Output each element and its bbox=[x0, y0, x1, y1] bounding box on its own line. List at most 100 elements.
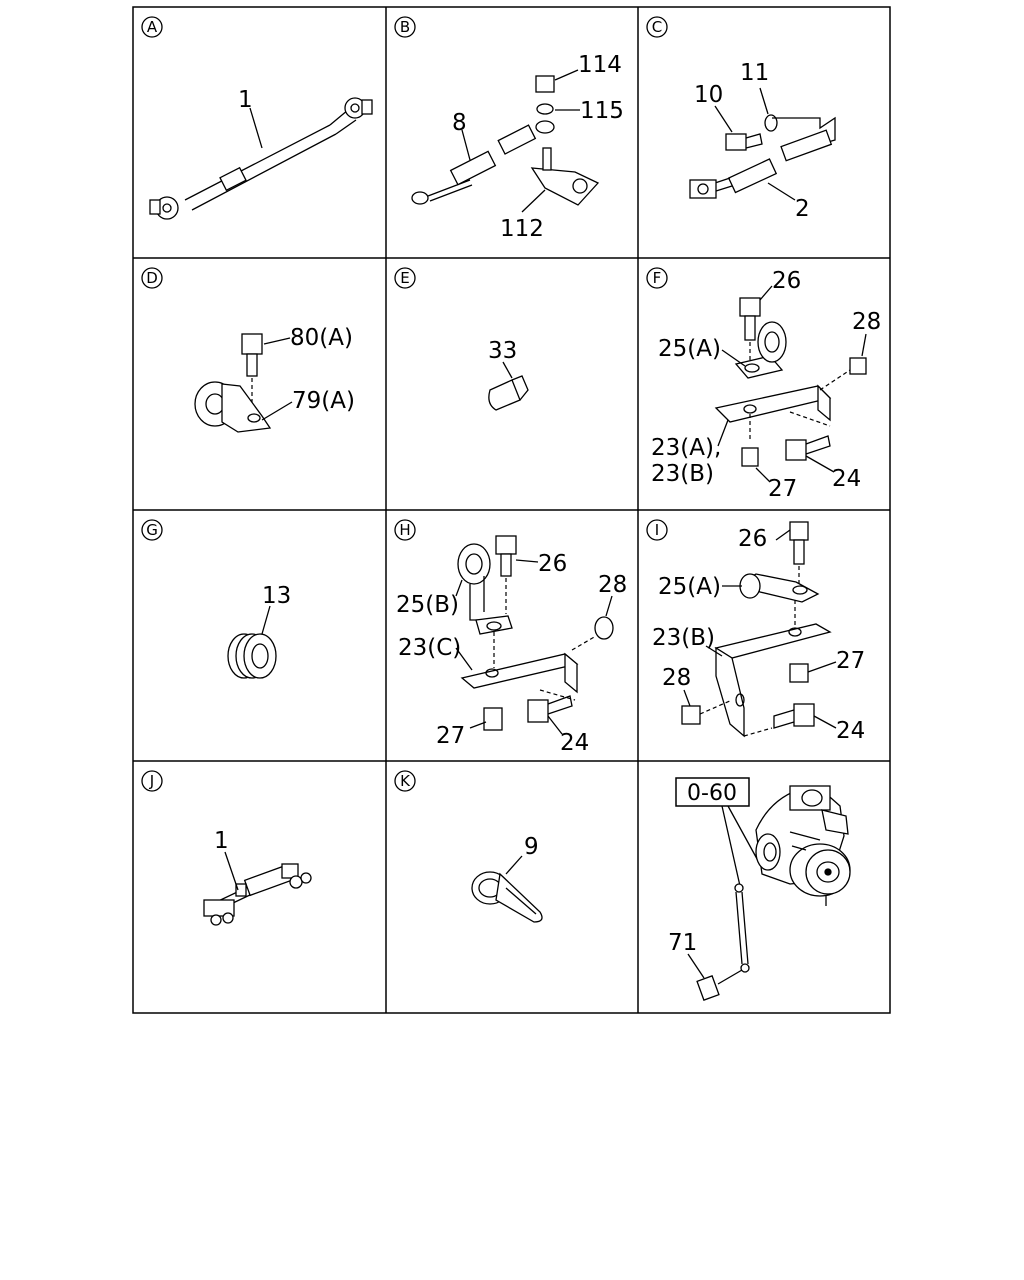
panel-letter-c: C bbox=[646, 16, 668, 38]
panel-e: E 33 bbox=[394, 267, 529, 411]
callout-9: 9 bbox=[505, 834, 539, 875]
callout-f-23a: 23(A), 23(B) bbox=[651, 419, 729, 487]
callout-i-26: 26 bbox=[738, 526, 791, 552]
svg-text:114: 114 bbox=[578, 52, 622, 78]
svg-text:8: 8 bbox=[452, 110, 467, 136]
battery-cable-drawing bbox=[149, 97, 373, 220]
svg-text:9: 9 bbox=[524, 834, 539, 860]
svg-text:26: 26 bbox=[772, 268, 801, 294]
panel-letter-i: I bbox=[646, 519, 668, 541]
panel-g: G 13 bbox=[141, 519, 291, 679]
svg-text:23(B): 23(B) bbox=[651, 461, 714, 487]
svg-text:13: 13 bbox=[262, 583, 291, 609]
callout-80a: 80(A) bbox=[263, 325, 353, 351]
svg-text:H: H bbox=[399, 521, 410, 539]
svg-text:G: G bbox=[146, 521, 158, 539]
panel-j: J 1 bbox=[141, 770, 312, 926]
panel-f: F 26 28 bbox=[646, 267, 881, 502]
callout-112: 112 bbox=[500, 189, 546, 242]
svg-text:24: 24 bbox=[836, 718, 865, 744]
callout-71: 71 bbox=[668, 930, 705, 979]
svg-text:115: 115 bbox=[580, 98, 624, 124]
panel-letter-b: B bbox=[394, 16, 416, 38]
callout-13: 13 bbox=[261, 583, 291, 635]
panel-letter-e: E bbox=[394, 267, 416, 289]
svg-text:1: 1 bbox=[238, 87, 253, 113]
panel-letter-h: H bbox=[394, 519, 416, 541]
svg-text:I: I bbox=[655, 521, 659, 539]
ground-strap-drawing bbox=[696, 883, 750, 1001]
callout-i-27: 27 bbox=[807, 648, 865, 674]
callout-2: 2 bbox=[767, 182, 810, 222]
svg-text:K: K bbox=[400, 772, 411, 790]
cap-drawing bbox=[488, 375, 529, 411]
svg-text:23(C): 23(C) bbox=[398, 635, 461, 661]
svg-text:27: 27 bbox=[436, 723, 465, 749]
svg-text:B: B bbox=[400, 18, 410, 36]
panel-letter-g: G bbox=[141, 519, 163, 541]
callout-h-24: 24 bbox=[547, 715, 589, 756]
panel-letter-j: J bbox=[141, 770, 163, 792]
callout-i-28: 28 bbox=[662, 665, 691, 707]
svg-text:25(A): 25(A) bbox=[658, 336, 721, 362]
callout-1: 1 bbox=[238, 87, 263, 149]
svg-text:27: 27 bbox=[836, 648, 865, 674]
callout-i-24: 24 bbox=[813, 715, 865, 744]
clip-bolt-drawing bbox=[194, 333, 272, 433]
panel-i: I 26 25(A) bbox=[646, 519, 865, 744]
bracket-clip-h-drawing bbox=[457, 535, 614, 731]
svg-text:C: C bbox=[652, 18, 662, 36]
cable-tie-drawing bbox=[471, 871, 543, 923]
callout-10: 10 bbox=[694, 82, 733, 133]
bracket-clip-drawing bbox=[714, 297, 867, 467]
cable-with-terminal-drawing bbox=[411, 124, 600, 206]
callout-f-28: 28 bbox=[852, 309, 881, 357]
ref-box-0-60: 0-60 bbox=[675, 777, 750, 807]
callout-33: 33 bbox=[488, 338, 517, 379]
svg-text:D: D bbox=[146, 269, 158, 287]
panel-starter: 0-60 71 bbox=[668, 777, 851, 1001]
panel-d: D 80(A) 79(A) bbox=[141, 267, 355, 433]
svg-text:A: A bbox=[147, 18, 158, 36]
svg-text:2: 2 bbox=[795, 196, 810, 222]
svg-text:E: E bbox=[400, 269, 409, 287]
svg-text:23(B): 23(B) bbox=[652, 625, 715, 651]
callout-8: 8 bbox=[452, 110, 471, 161]
callout-f-24: 24 bbox=[805, 455, 861, 492]
svg-text:80(A): 80(A) bbox=[290, 325, 353, 351]
callout-h-27: 27 bbox=[436, 721, 487, 749]
cable-bracket-drawing bbox=[689, 114, 836, 199]
bracket-clip-i-drawing bbox=[681, 521, 832, 738]
callout-j-1: 1 bbox=[214, 828, 239, 891]
panel-letter-a: A bbox=[141, 16, 163, 38]
grommet-drawing bbox=[227, 633, 277, 679]
svg-text:25(B): 25(B) bbox=[396, 592, 459, 618]
svg-text:24: 24 bbox=[832, 466, 861, 492]
callout-f-25a: 25(A) bbox=[658, 336, 746, 367]
starter-motor-drawing bbox=[755, 785, 851, 906]
panel-letter-k: K bbox=[394, 770, 416, 792]
svg-text:10: 10 bbox=[694, 82, 723, 108]
callout-f-26: 26 bbox=[759, 268, 801, 301]
callout-i-23b: 23(B) bbox=[652, 625, 723, 657]
svg-text:0-60: 0-60 bbox=[687, 781, 737, 806]
svg-text:11: 11 bbox=[740, 60, 769, 86]
svg-text:79(A): 79(A) bbox=[292, 388, 355, 414]
callout-i-25a: 25(A) bbox=[658, 574, 742, 600]
callout-h-25b: 25(B) bbox=[396, 579, 463, 618]
svg-text:27: 27 bbox=[768, 476, 797, 502]
callout-f-27: 27 bbox=[755, 467, 797, 502]
panel-c: C 11 10 2 bbox=[646, 16, 836, 222]
callout-114: 114 bbox=[554, 52, 622, 81]
panel-letter-d: D bbox=[141, 267, 163, 289]
callout-11: 11 bbox=[740, 60, 769, 115]
svg-text:28: 28 bbox=[852, 309, 881, 335]
svg-text:112: 112 bbox=[500, 216, 544, 242]
panel-k: K 9 bbox=[394, 770, 543, 923]
panel-b: B 114 115 8 112 bbox=[394, 16, 624, 242]
nut-washer-drawing bbox=[535, 75, 555, 134]
svg-text:23(A),: 23(A), bbox=[651, 435, 721, 461]
diagram-grid bbox=[132, 6, 891, 1014]
svg-text:1: 1 bbox=[214, 828, 229, 854]
panel-letter-f: F bbox=[646, 267, 668, 289]
